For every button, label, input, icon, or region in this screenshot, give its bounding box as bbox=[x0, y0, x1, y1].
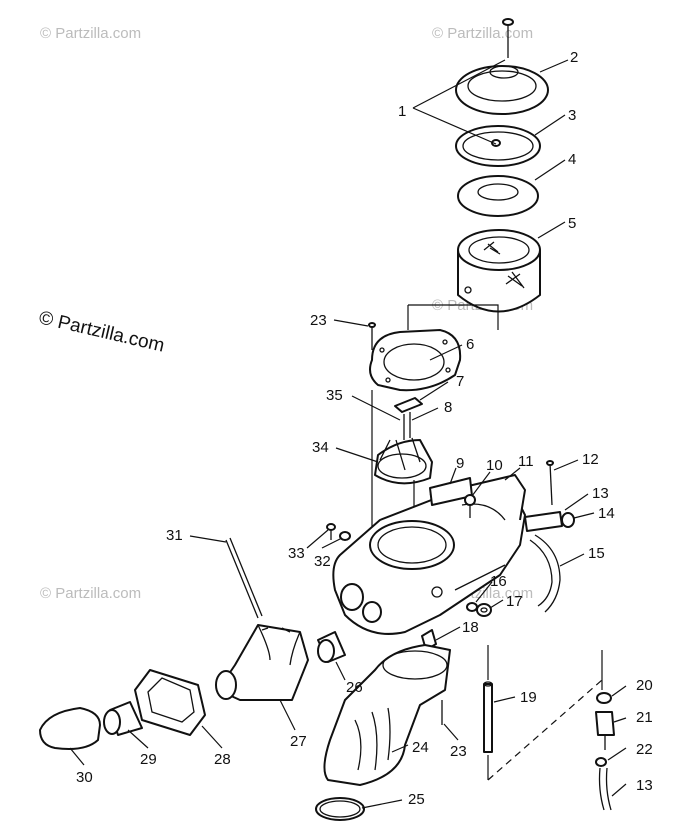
boot-coupler bbox=[317, 631, 346, 663]
callout-24: 24 bbox=[412, 739, 429, 756]
callout-26: 26 bbox=[346, 679, 363, 696]
watermark-top-right: © Partzilla.com bbox=[432, 25, 533, 42]
callout-11: 11 bbox=[518, 453, 534, 470]
lower-intake-duct bbox=[323, 644, 451, 786]
callout-34: 34 bbox=[312, 439, 329, 456]
callout-14: 14 bbox=[598, 505, 615, 522]
nut-and-bolt bbox=[326, 523, 351, 541]
callout-13: 13 bbox=[592, 485, 609, 502]
screw-top bbox=[368, 322, 376, 350]
watermark-bottom-left: © Partzilla.com bbox=[40, 585, 141, 602]
callout-28: 28 bbox=[214, 751, 231, 768]
hose-clamp bbox=[315, 797, 365, 821]
callout-13-lower: 13 bbox=[636, 777, 653, 794]
callout-9: 9 bbox=[456, 455, 464, 472]
screw-12 bbox=[546, 460, 554, 506]
callout-19: 19 bbox=[520, 689, 537, 706]
callout-30: 30 bbox=[76, 769, 93, 786]
callout-10: 10 bbox=[486, 457, 503, 474]
small-plate bbox=[394, 397, 423, 413]
callout-leaders bbox=[69, 59, 627, 809]
callout-23-top: 23 bbox=[310, 312, 327, 329]
inline-filter-set bbox=[595, 692, 615, 811]
callout-7: 7 bbox=[456, 373, 464, 390]
callout-17: 17 bbox=[506, 593, 523, 610]
cover-screw bbox=[502, 18, 514, 58]
vent-fitting bbox=[464, 494, 476, 518]
callout-20: 20 bbox=[636, 677, 653, 694]
intake-frame bbox=[134, 669, 206, 736]
callout-6: 6 bbox=[466, 336, 474, 353]
drain-tube bbox=[483, 681, 493, 753]
callout-8: 8 bbox=[444, 399, 452, 416]
callout-35: 35 bbox=[326, 387, 343, 404]
group-bracket-lines bbox=[407, 59, 506, 330]
callout-4: 4 bbox=[568, 151, 576, 168]
callout-18: 18 bbox=[462, 619, 479, 636]
airbox-cover bbox=[455, 65, 549, 115]
drain-hose-upper bbox=[524, 511, 575, 532]
callout-1: 1 bbox=[398, 103, 406, 120]
washer-grommet bbox=[466, 602, 492, 617]
callout-5: 5 bbox=[568, 215, 576, 232]
copyright-text: © Partzilla.com bbox=[37, 307, 166, 356]
callout-22: 22 bbox=[636, 741, 653, 758]
filter-retainer bbox=[457, 175, 539, 217]
mounting-gasket bbox=[369, 329, 462, 392]
support-rod bbox=[225, 537, 263, 619]
callout-33: 33 bbox=[288, 545, 305, 562]
callout-23-lower: 23 bbox=[450, 743, 467, 760]
dashed-reference-lines bbox=[487, 645, 603, 781]
intake-sleeve bbox=[103, 701, 143, 736]
callout-12: 12 bbox=[582, 451, 599, 468]
intake-cap bbox=[39, 707, 101, 750]
vent-hose bbox=[529, 534, 561, 613]
intake-boot bbox=[374, 437, 433, 485]
watermark-top-left: © Partzilla.com bbox=[40, 25, 141, 42]
callout-31: 31 bbox=[166, 527, 183, 544]
funnel-boot bbox=[215, 624, 309, 701]
callout-15: 15 bbox=[588, 545, 605, 562]
callout-3: 3 bbox=[568, 107, 576, 124]
studs bbox=[403, 412, 411, 440]
callout-29: 29 bbox=[140, 751, 157, 768]
callout-2: 2 bbox=[570, 49, 578, 66]
callout-25: 25 bbox=[408, 791, 425, 808]
airbox-body bbox=[332, 474, 526, 635]
callout-21: 21 bbox=[636, 709, 653, 726]
callout-32: 32 bbox=[314, 553, 331, 570]
callout-16: 16 bbox=[490, 573, 507, 590]
air-filter-element bbox=[457, 229, 541, 313]
callout-27: 27 bbox=[290, 733, 307, 750]
callout-numbers: 2 1 3 4 5 23 6 7 8 35 34 9 10 11 12 13 1… bbox=[76, 49, 653, 808]
